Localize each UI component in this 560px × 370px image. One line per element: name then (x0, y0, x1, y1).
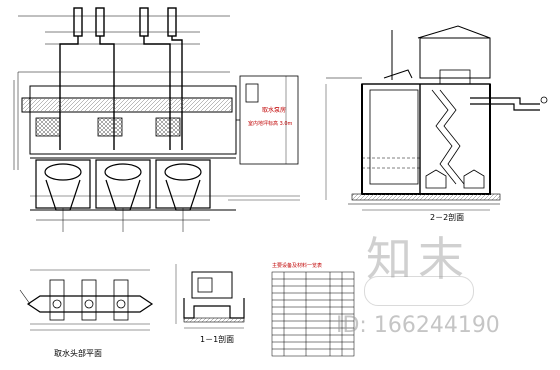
watermark-ring (364, 276, 474, 306)
table-title-label: 主要设备及材料一览表 (272, 263, 323, 269)
section-2-2-label: 2－2剖面 (430, 213, 465, 222)
watermark-brand: 知末 (366, 232, 470, 286)
section-1-1 (175, 264, 245, 329)
walkway-band (21, 97, 233, 113)
plan-view (13, 7, 300, 232)
equipment-table (271, 271, 355, 357)
sump-wells (35, 159, 211, 211)
plan-title-label: 取水头部平面 (54, 349, 102, 358)
section-2-2 (325, 25, 548, 211)
watermark-id: ID: 166244190 (336, 313, 500, 338)
intake-head-plan (19, 269, 154, 331)
reservoir-level-label: 室内地坪标高 3.0m (248, 121, 293, 127)
section-1-1-label: 1－1剖面 (200, 335, 235, 344)
reservoir-note-label: 取水泵房 (262, 107, 287, 114)
